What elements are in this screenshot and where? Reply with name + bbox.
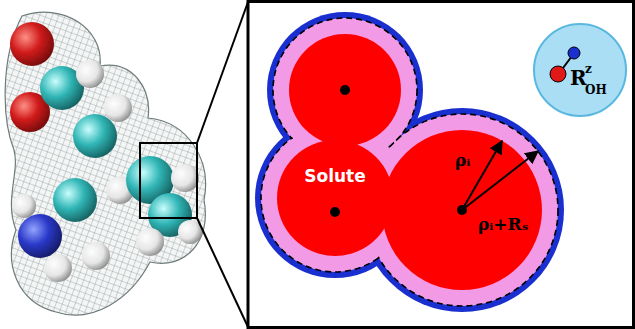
radius-label: ρᵢ+Rₛ — [478, 214, 528, 234]
zoom-line — [197, 218, 248, 327]
dashed-surface — [261, 18, 558, 306]
oxygen-dot — [550, 66, 566, 82]
radius-arrow — [462, 151, 538, 210]
solvent-accessible-region — [255, 12, 564, 312]
hydrogen-atom — [171, 164, 199, 192]
probe-layer — [261, 18, 558, 306]
solute-atoms — [277, 34, 542, 290]
probe-sphere — [534, 24, 626, 116]
hydrogen-atom — [82, 242, 110, 270]
hydrogen-atom — [12, 194, 36, 218]
superscript: z — [585, 62, 592, 76]
subscript: OH — [585, 83, 607, 97]
hydrogen-atom — [136, 228, 164, 256]
symbol: R — [570, 66, 587, 90]
solute-region: Solute — [300, 166, 370, 190]
solute-label: Solute — [304, 166, 366, 186]
molecule-model — [5, 2, 248, 327]
hydrogen-atom — [104, 94, 132, 122]
mesh-surface — [5, 12, 205, 315]
zoom-line — [197, 2, 248, 143]
hydrogen-atom — [76, 60, 104, 88]
hydrogen-atom — [44, 254, 72, 282]
carbon-atom — [73, 114, 117, 158]
nitrogen-atom — [18, 214, 62, 258]
hydrogen-atom — [178, 220, 202, 244]
atom-centers — [330, 85, 467, 217]
hydrogen-dot — [568, 47, 580, 59]
carbon-atom — [53, 178, 97, 222]
probe-circle: RzOH — [532, 22, 628, 118]
zoom-panel — [248, 2, 634, 328]
oxygen-atom — [10, 22, 54, 66]
zoom-box — [140, 143, 197, 218]
radius-label: ρᵢ — [455, 150, 470, 170]
